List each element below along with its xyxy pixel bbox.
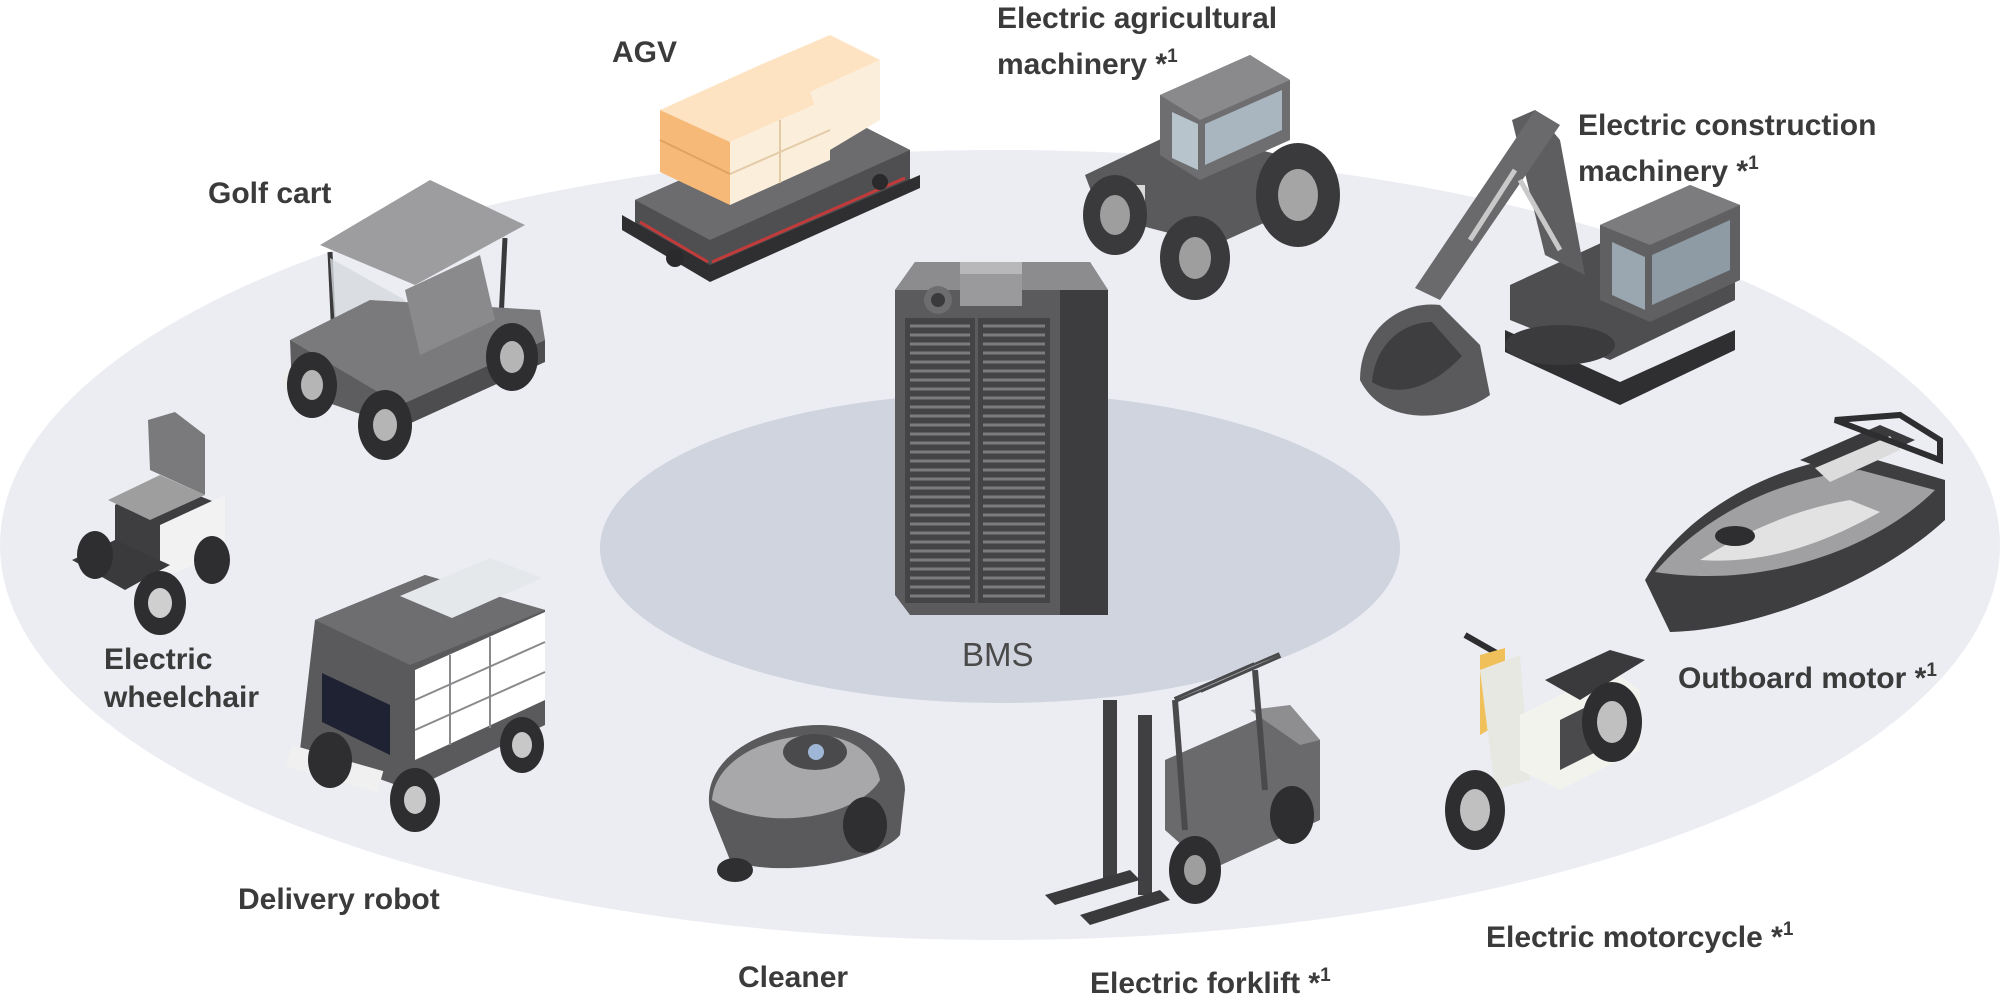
label-electric-agricultural-machinery: Electric agricultural machinery *1 (997, 2, 1278, 81)
golf-cart-icon (282, 180, 545, 460)
label-golf-cart: Golf cart (208, 177, 332, 210)
cleaner-icon (708, 725, 905, 882)
label-electric-motorcycle: Electric motorcycle *1 (1486, 919, 1794, 954)
forklift-icon (1045, 652, 1320, 925)
label-electric-forklift: Electric forklift *1 (1090, 965, 1331, 1000)
agv-icon (622, 35, 920, 282)
bms-battery-icon (895, 262, 1108, 615)
boat-icon (1645, 411, 1945, 632)
wheelchair-icon (72, 412, 230, 635)
label-delivery-robot: Delivery robot (238, 883, 440, 916)
bms-label: BMS (962, 636, 1034, 673)
delivery-robot-icon (285, 558, 546, 832)
tractor-icon (1083, 55, 1340, 300)
label-agv: AGV (612, 36, 678, 69)
label-electric-wheelchair: Electric wheelchair (104, 643, 260, 714)
label-cleaner: Cleaner (738, 961, 849, 994)
excavator-icon (1360, 110, 1740, 416)
label-electric-construction-machinery: Electric construction machinery *1 (1578, 109, 1877, 188)
label-outboard-motor: Outboard motor *1 (1678, 660, 1937, 695)
motorcycle-icon (1445, 632, 1645, 850)
